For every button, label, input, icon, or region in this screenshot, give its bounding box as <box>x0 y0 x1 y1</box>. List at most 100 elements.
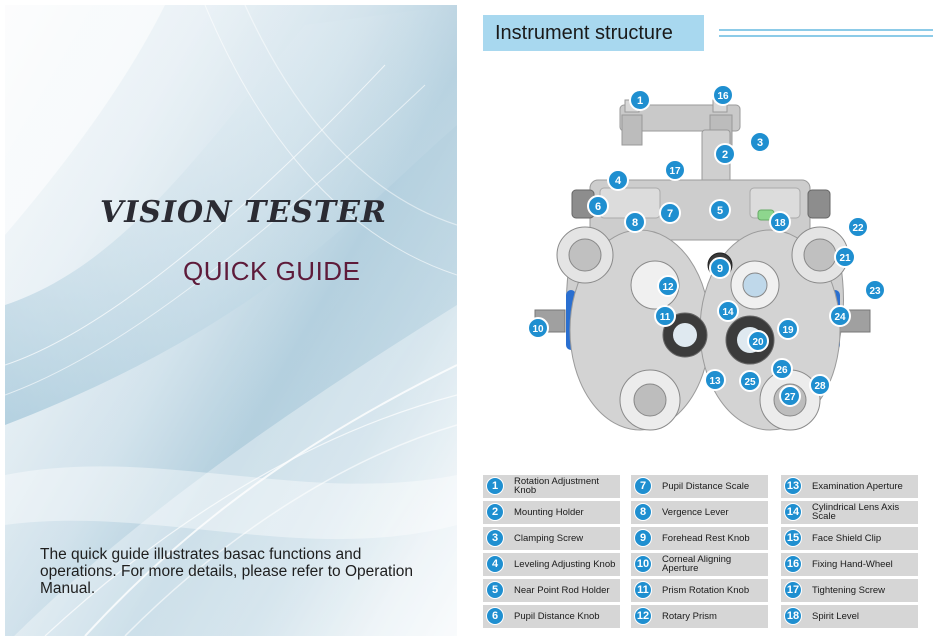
callout-number: 26 <box>776 365 788 376</box>
legend-number-badge: 18 <box>784 607 802 626</box>
legend-label: Tightening Screw <box>812 584 886 596</box>
callout-marker-1: 1 <box>629 89 651 111</box>
callout-number: 28 <box>814 381 826 392</box>
callout-number: 21 <box>839 253 851 264</box>
callout-marker-20: 20 <box>747 330 769 352</box>
callout-number: 17 <box>669 166 681 177</box>
legend-label: Mounting Holder <box>514 506 584 518</box>
legend-number-badge: 8 <box>634 503 652 522</box>
callout-marker-27: 27 <box>779 385 801 407</box>
callout-marker-24: 24 <box>829 305 851 327</box>
callout-number: 20 <box>752 337 764 348</box>
callout-marker-21: 21 <box>834 246 856 268</box>
callout-number: 13 <box>709 376 721 387</box>
legend-label: Rotary Prism <box>662 610 717 622</box>
callout-number: 9 <box>717 263 723 275</box>
callout-marker-4: 4 <box>607 169 629 191</box>
legend-label: Prism Rotation Knob <box>662 584 750 596</box>
legend-column: 1 Rotation Adjustment Knob 2 Mounting Hold… <box>483 475 620 631</box>
legend-item: 1 Rotation Adjustment Knob <box>483 475 620 498</box>
legend-number-badge: 10 <box>634 555 652 574</box>
cover-description: The quick guide illustrates basac functi… <box>40 546 414 597</box>
callout-number: 6 <box>595 201 601 213</box>
legend-number-badge: 7 <box>634 477 652 496</box>
legend-label: Cylindrical Lens Axis Scale <box>812 501 900 523</box>
legend-number-badge: 13 <box>784 477 802 496</box>
cover-subtitle: QUICK GUIDE <box>183 256 361 286</box>
callout-markers: 1234567891011121314161718192021222324252… <box>527 84 886 407</box>
parts-legend: 1 Rotation Adjustment Knob 2 Mounting Hold… <box>483 475 933 630</box>
structure-page: Instrument structure <box>470 0 935 639</box>
legend-label: Clamping Screw <box>514 532 584 544</box>
callout-number: 11 <box>660 312 671 323</box>
cover-page: VISION TESTER QUICK GUIDE The quick guid… <box>5 5 457 636</box>
legend-number-badge: 2 <box>486 503 504 522</box>
section-heading: Instrument structure <box>483 15 704 51</box>
legend-number-badge: 12 <box>634 607 652 626</box>
callout-marker-16: 16 <box>712 84 734 106</box>
callout-marker-8: 8 <box>624 211 646 233</box>
legend-number-badge: 15 <box>784 529 802 548</box>
legend-label: Pupil Distance Scale <box>662 480 750 492</box>
legend-label: Examination Aperture <box>812 480 903 492</box>
callout-number: 5 <box>717 205 723 217</box>
callout-marker-18: 18 <box>769 211 791 233</box>
callout-number: 22 <box>852 223 864 234</box>
cover-title: VISION TESTER <box>100 195 387 230</box>
legend-item: 7 Pupil Distance Scale <box>631 475 768 498</box>
callout-number: 23 <box>869 286 881 297</box>
legend-number-badge: 6 <box>486 607 504 626</box>
legend-label: Leveling Adjusting Knob <box>514 558 616 570</box>
legend-item: 14 Cylindrical Lens Axis Scale <box>781 501 918 524</box>
legend-column: 13 Examination Aperture 14 Cylindrical Len… <box>781 475 918 631</box>
callout-number: 2 <box>722 149 728 161</box>
callout-marker-14: 14 <box>717 300 739 322</box>
legend-number-badge: 17 <box>784 581 802 600</box>
legend-item: 17 Tightening Screw <box>781 579 918 602</box>
legend-item: 8 Vergence Lever <box>631 501 768 524</box>
legend-item: 4 Leveling Adjusting Knob <box>483 553 620 576</box>
callout-number: 18 <box>774 218 786 229</box>
legend-label: Near Point Rod Holder <box>514 584 610 596</box>
callout-number: 4 <box>615 175 622 187</box>
heading-rule <box>719 35 933 37</box>
legend-label: Rotation Adjustment Knob <box>514 475 600 497</box>
callout-number: 1 <box>637 95 643 107</box>
callout-number: 19 <box>782 325 794 336</box>
callout-marker-13: 13 <box>704 369 726 391</box>
legend-item: 12 Rotary Prism <box>631 605 768 628</box>
callout-marker-6: 6 <box>587 195 609 217</box>
legend-item: 13 Examination Aperture <box>781 475 918 498</box>
callout-number: 24 <box>834 312 846 323</box>
callout-marker-22: 22 <box>847 216 869 238</box>
callout-marker-28: 28 <box>809 374 831 396</box>
legend-number-badge: 14 <box>784 503 802 522</box>
callout-marker-7: 7 <box>659 202 681 224</box>
heading-rule <box>719 29 933 31</box>
vision-tester-diagram: 1234567891011121314161718192021222324252… <box>527 84 886 431</box>
instrument-illustration <box>534 99 871 431</box>
callout-marker-25: 25 <box>739 370 761 392</box>
legend-number-badge: 4 <box>486 555 504 574</box>
legend-number-badge: 1 <box>486 477 504 496</box>
legend-item: 16 Fixing Hand-Wheel <box>781 553 918 576</box>
legend-label: Vergence Lever <box>662 506 729 518</box>
legend-number-badge: 9 <box>634 529 652 548</box>
legend-number-badge: 16 <box>784 555 802 574</box>
legend-label: Fixing Hand-Wheel <box>812 558 893 570</box>
callout-number: 7 <box>667 208 673 220</box>
callout-number: 25 <box>744 377 756 388</box>
callout-number: 8 <box>632 217 638 229</box>
legend-item: 2 Mounting Holder <box>483 501 620 524</box>
callout-marker-5: 5 <box>709 199 731 221</box>
abstract-wave-background <box>5 5 457 636</box>
